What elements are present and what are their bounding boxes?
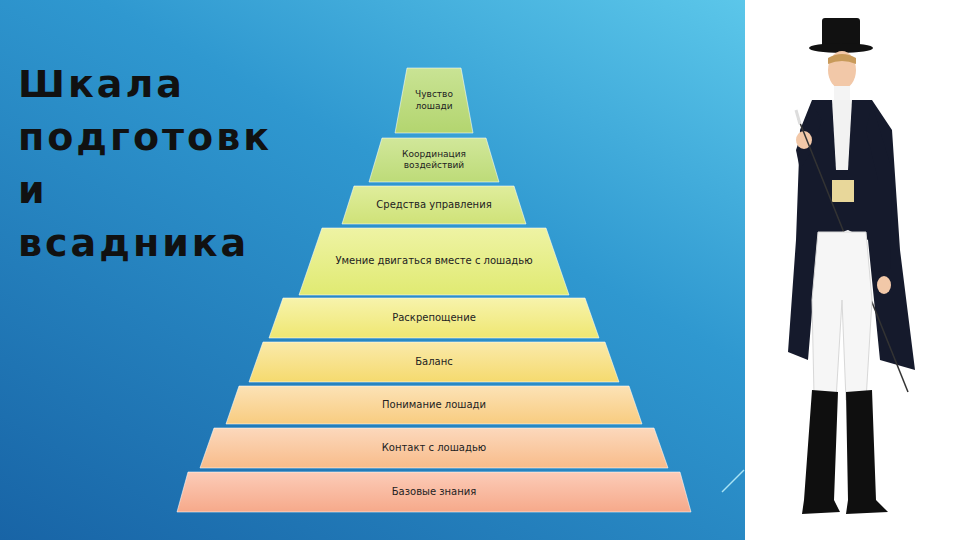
band-label: Баланс [415, 356, 453, 369]
pyramid-band: Понимание лошади [226, 386, 642, 424]
band-label: Координация воздействий [384, 149, 484, 172]
pyramid-band: Чувство лошади [395, 68, 473, 133]
band-label: Базовые знания [392, 486, 477, 499]
band-label: Средства управления [376, 199, 491, 212]
pyramid-band: Координация воздействий [369, 138, 499, 182]
pyramid-band: Средства управления [342, 186, 526, 224]
decor-line [722, 470, 744, 492]
band-label: Понимание лошади [382, 399, 486, 412]
pyramid-band: Умение двигаться вместе с лошадью [299, 228, 569, 295]
pyramid-band: Базовые знания [177, 472, 691, 512]
band-label: Чувство лошади [405, 89, 463, 112]
pyramid-band: Баланс [249, 342, 619, 382]
pyramid-band: Раскрепощение [269, 298, 599, 338]
photo-ground [745, 0, 960, 540]
slide-title: Шкала подготовк и всадника [18, 58, 272, 270]
band-label: Раскрепощение [392, 312, 476, 325]
band-label: Контакт с лошадью [382, 442, 486, 455]
band-label: Умение двигаться вместе с лошадью [335, 255, 532, 268]
rider-illustration [788, 18, 915, 514]
pyramid-band: Контакт с лошадью [200, 428, 668, 468]
